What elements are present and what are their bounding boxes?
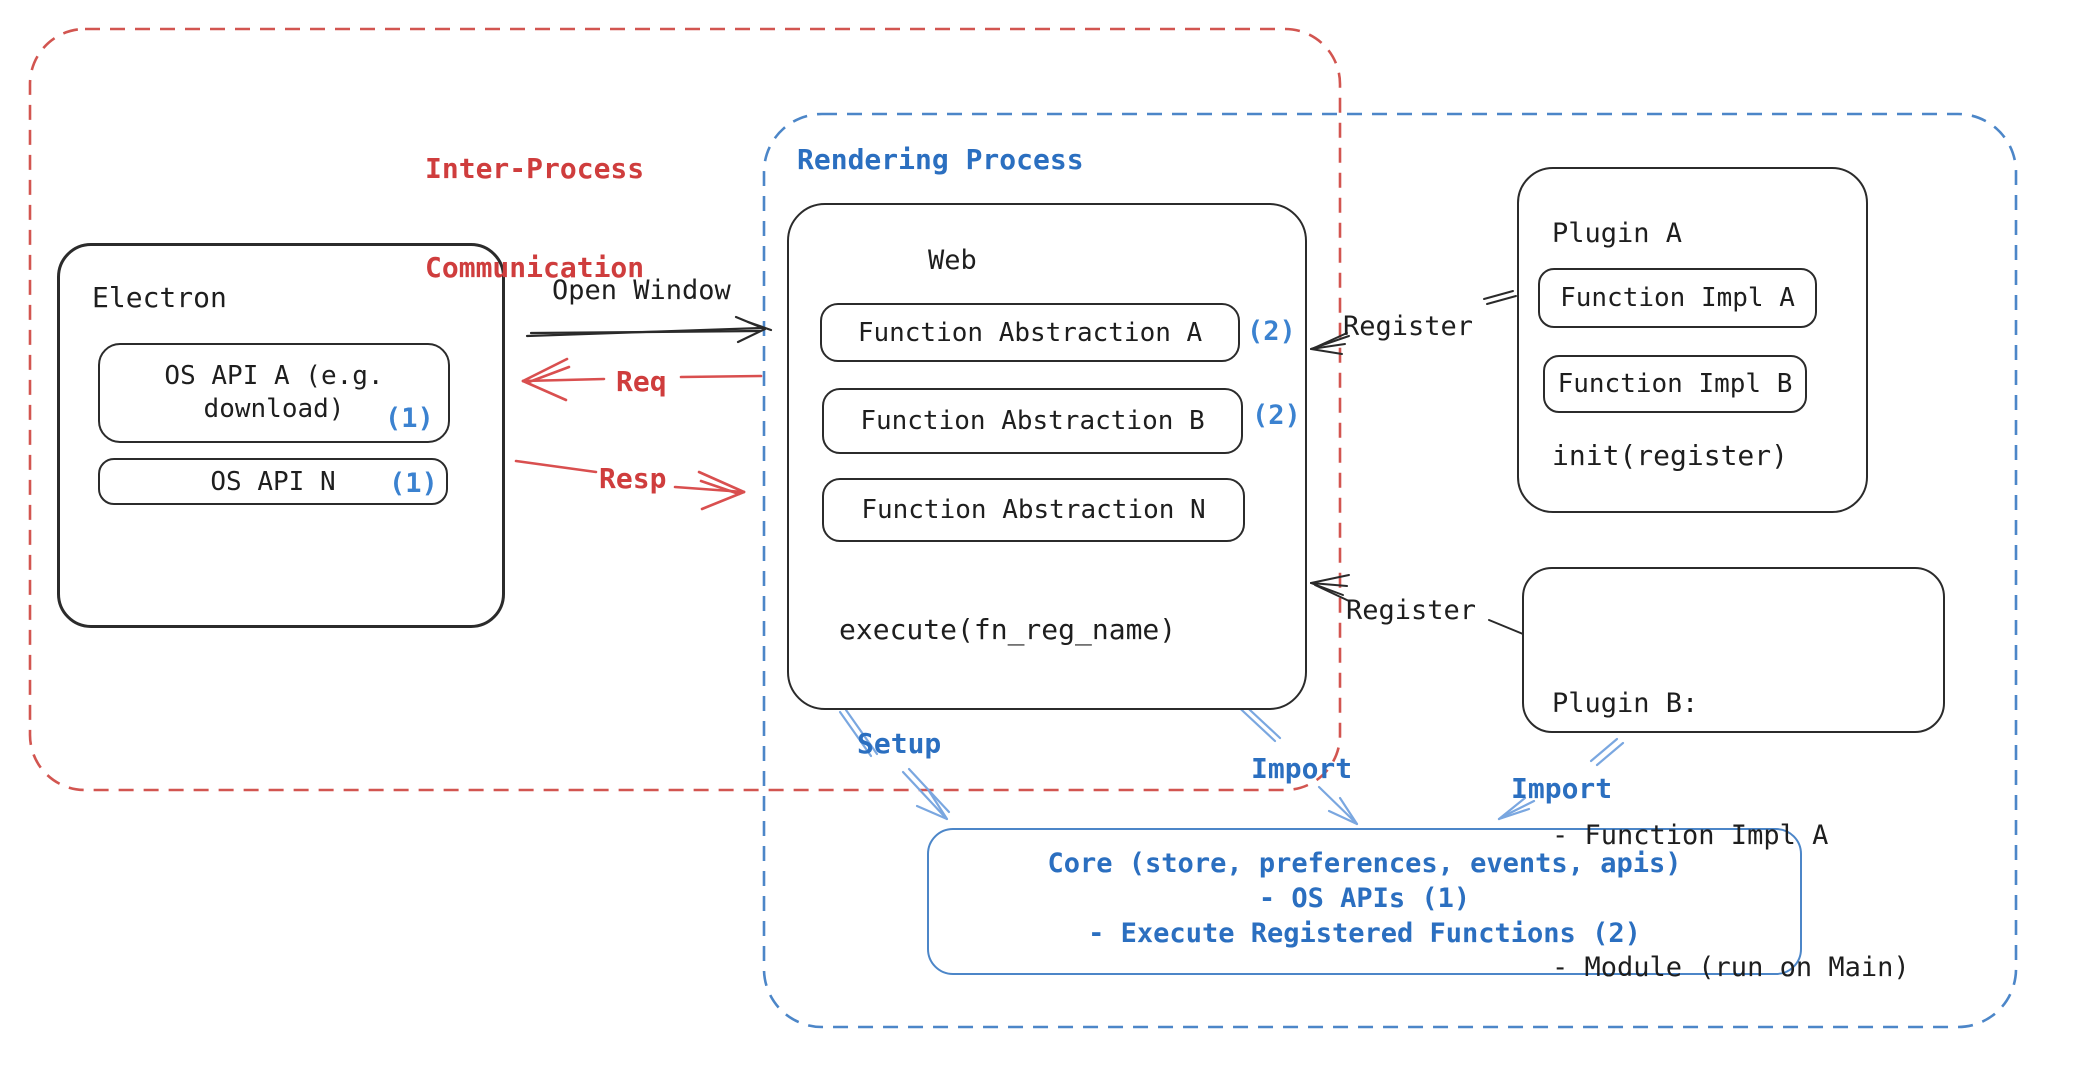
function-impl-a-node: Function Impl A bbox=[1538, 268, 1817, 328]
core-line1: Core (store, preferences, events, apis) bbox=[1047, 848, 1682, 879]
os-api-n-badge: (1) bbox=[389, 468, 438, 499]
electron-title: Electron bbox=[92, 281, 227, 314]
web-node bbox=[787, 203, 1307, 710]
register-b-arrow bbox=[1310, 574, 1524, 635]
resp-arrow bbox=[514, 459, 746, 511]
function-abstraction-b-node: Function Abstraction B bbox=[822, 388, 1243, 454]
plugin-a-title: Plugin A bbox=[1552, 218, 1683, 249]
req-arrow bbox=[521, 357, 763, 402]
core-node: Core (store, preferences, events, apis) … bbox=[927, 828, 1802, 975]
register-b-label: Register bbox=[1346, 595, 1477, 626]
register-a-arrow bbox=[1310, 290, 1517, 355]
rendering-process-title: Rendering Process bbox=[797, 143, 1084, 176]
ipc-dashed-box bbox=[28, 27, 1342, 792]
open-window-arrow bbox=[525, 315, 773, 344]
function-abstraction-a-node: Function Abstraction A bbox=[820, 303, 1240, 362]
rendering-process-dashed-box bbox=[762, 112, 2018, 1029]
plugin-b-title: Plugin B: bbox=[1552, 688, 1699, 719]
function-abstraction-a-badge: (2) bbox=[1247, 316, 1296, 347]
ipc-title: Inter-Process Communication bbox=[425, 86, 644, 350]
web-title: Web bbox=[928, 245, 977, 276]
os-api-n-label: OS API N bbox=[210, 466, 336, 497]
plugin-a-node bbox=[1517, 167, 1868, 513]
os-api-a-badge: (1) bbox=[385, 403, 434, 434]
os-api-a-label-line1: OS API A (e.g. bbox=[164, 361, 384, 391]
plugin-b-node bbox=[1522, 567, 1945, 733]
import-plugin-b-arrow bbox=[1497, 737, 1625, 821]
register-a-label: Register bbox=[1343, 311, 1474, 342]
setup-label: Setup bbox=[857, 727, 942, 760]
setup-arrow bbox=[838, 708, 951, 821]
open-window-label: Open Window bbox=[552, 275, 731, 306]
init-register-label: init(register) bbox=[1552, 439, 1789, 472]
os-api-a-label-line2: download) bbox=[203, 394, 345, 424]
function-impl-b-node: Function Impl B bbox=[1543, 355, 1807, 413]
function-abstraction-n-node: Function Abstraction N bbox=[822, 478, 1245, 542]
core-line3: - Execute Registered Functions (2) bbox=[1088, 918, 1641, 949]
function-abstraction-b-badge: (2) bbox=[1252, 400, 1301, 431]
plugin-b-text: Plugin B: - Function Impl A - Module (ru… bbox=[1552, 594, 1910, 1066]
os-api-a-node: OS API A (e.g. download) (1) bbox=[98, 343, 450, 443]
req-label: Req bbox=[616, 365, 667, 398]
plugin-b-item-1: - Function Impl A bbox=[1552, 820, 1829, 851]
ipc-title-line1: Inter-Process bbox=[425, 152, 645, 185]
plugin-b-item-2: - Module (run on Main) bbox=[1552, 952, 1910, 983]
import-web-label: Import bbox=[1251, 752, 1353, 785]
os-api-n-node: OS API N (1) bbox=[98, 458, 448, 505]
resp-label: Resp bbox=[599, 462, 667, 495]
ipc-title-line2: Communication bbox=[425, 251, 645, 284]
execute-label: execute(fn_reg_name) bbox=[839, 613, 1177, 646]
import-plugin-b-label: Import bbox=[1511, 772, 1613, 805]
core-line2: - OS APIs (1) bbox=[1258, 883, 1471, 914]
